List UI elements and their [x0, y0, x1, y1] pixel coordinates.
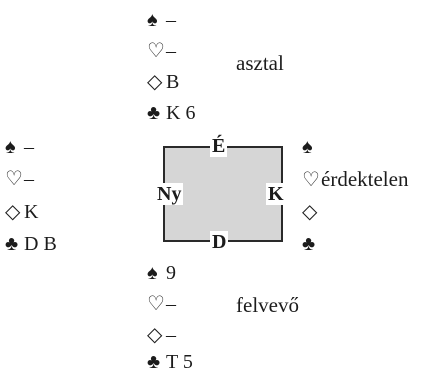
club-icon: ♣ — [147, 102, 161, 124]
south-spades: ♠9 — [147, 262, 176, 284]
north-clubs-cards: K 6 — [166, 102, 196, 124]
heart-icon: ♡ — [302, 169, 320, 191]
spade-icon: ♠ — [5, 136, 16, 158]
north-hearts-cards: – — [166, 40, 176, 62]
west-diamonds-cards: K — [24, 201, 39, 223]
east-clubs: ♣ — [302, 233, 321, 255]
diamond-icon: ◇ — [147, 324, 163, 346]
diamond-icon: ◇ — [5, 201, 21, 223]
heart-icon: ♡ — [147, 293, 165, 315]
spade-icon: ♠ — [147, 262, 158, 284]
west-spades: ♠– — [5, 136, 34, 158]
south-diamonds-cards: – — [166, 324, 176, 346]
south-spades-cards: 9 — [166, 262, 176, 284]
east-note: érdektelen — [321, 167, 409, 191]
diamond-icon: ◇ — [147, 71, 163, 93]
east-diamonds: ◇ — [302, 201, 321, 223]
north-hearts: ♡– — [147, 40, 176, 62]
west-hearts-cards: – — [24, 168, 34, 190]
south-hearts-cards: – — [166, 293, 176, 315]
spade-icon: ♠ — [147, 9, 158, 31]
north-spades: ♠– — [147, 9, 176, 31]
south-note: felvevő — [236, 293, 299, 317]
club-icon: ♣ — [5, 233, 19, 255]
north-spades-cards: – — [166, 9, 176, 31]
heart-icon: ♡ — [147, 40, 165, 62]
east-hearts: ♡érdektelen — [302, 168, 408, 191]
seat-east-label: K — [266, 183, 286, 205]
seat-south-label: D — [210, 231, 229, 253]
spade-icon: ♠ — [302, 136, 313, 158]
west-spades-cards: – — [24, 136, 34, 158]
club-icon: ♣ — [302, 233, 316, 255]
south-diamonds: ◇– — [147, 324, 176, 346]
south-hearts: ♡– — [147, 293, 176, 315]
south-clubs-cards: T 5 — [166, 351, 193, 373]
north-clubs: ♣K 6 — [147, 102, 195, 124]
north-note: asztal — [236, 51, 284, 75]
south-clubs: ♣T 5 — [147, 351, 193, 373]
north-diamonds-cards: B — [166, 71, 180, 93]
west-hearts: ♡– — [5, 168, 34, 190]
west-clubs-cards: D B — [24, 233, 57, 255]
east-spades: ♠ — [302, 136, 321, 158]
club-icon: ♣ — [147, 351, 161, 373]
diamond-icon: ◇ — [302, 201, 318, 223]
north-diamonds: ◇B — [147, 71, 179, 93]
west-clubs: ♣D B — [5, 233, 57, 255]
seat-west-label: Ny — [155, 183, 184, 205]
seat-north-label: É — [210, 135, 228, 157]
heart-icon: ♡ — [5, 168, 23, 190]
west-diamonds: ◇K — [5, 201, 38, 223]
